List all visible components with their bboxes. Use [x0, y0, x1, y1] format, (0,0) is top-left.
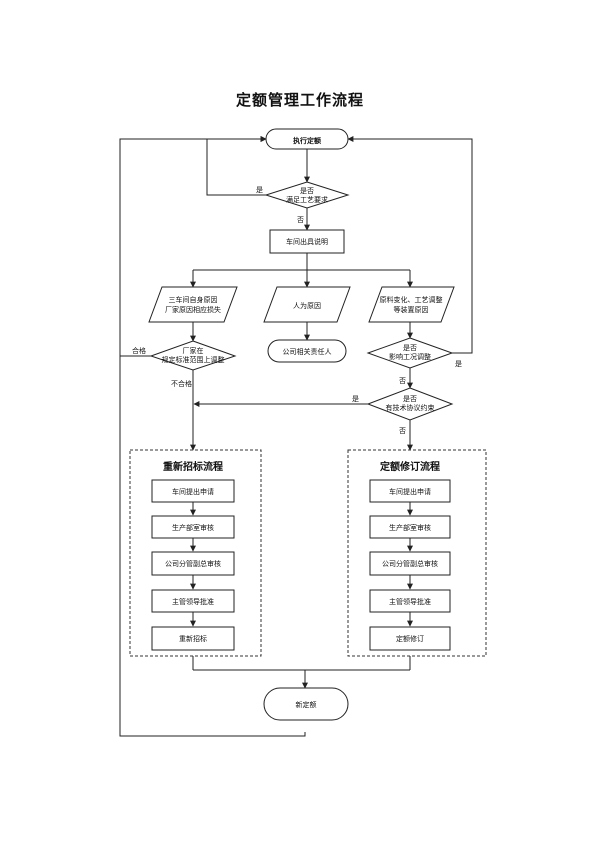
node-new-quota: 新定额	[263, 687, 349, 721]
rebid-step-1: 车间提出申请	[151, 479, 235, 503]
revision-step-1-label: 车间提出申请	[389, 487, 431, 496]
node-reason-self-line2: 厂家原因相应损失	[165, 305, 221, 314]
rebid-step-1-label: 车间提出申请	[172, 487, 214, 496]
decision-craft-line1: 是否	[300, 187, 314, 195]
label-no-d3: 否	[399, 377, 406, 385]
connector-lines	[119, 136, 473, 737]
label-yes-d1: 是	[256, 186, 263, 194]
decision-craft-requirement: 是否 满足工艺要求	[264, 181, 350, 209]
node-execute-label: 执行定额	[293, 136, 321, 145]
node-reason-self-line1: 三车间自身原因	[169, 295, 218, 304]
group-revision-title: 定额修订流程	[380, 460, 440, 473]
revision-step-4-label: 主管领导批准	[389, 597, 431, 606]
label-qualified: 合格	[132, 346, 146, 355]
decision-tech-line1: 是否	[403, 395, 417, 403]
group-rebid: 重新招标流程 车间提出申请 生产部室审核 公司分管副总审核 主管领导批准 重新招…	[129, 449, 262, 657]
node-execute: 执行定额	[265, 128, 349, 150]
rebid-step-3: 公司分管副总审核	[151, 551, 235, 576]
node-workshop-explain: 车间出具说明	[269, 229, 345, 254]
revision-step-5: 定额修订	[369, 626, 451, 651]
revision-step-5-label: 定额修订	[396, 634, 424, 643]
decision-tech-agreement: 是否 有技术协议约束	[366, 387, 454, 421]
label-yes-d3: 是	[455, 360, 462, 368]
page-title: 定额管理工作流程	[235, 91, 364, 109]
revision-step-3: 公司分管副总审核	[369, 551, 451, 576]
label-yes-d4: 是	[352, 395, 359, 403]
rebid-step-4: 主管领导批准	[151, 589, 235, 613]
label-no-d1: 否	[297, 216, 304, 224]
node-reason-self: 三车间自身原因 厂家原因相应损失	[148, 286, 238, 323]
revision-step-1: 车间提出申请	[369, 479, 451, 503]
decision-vendor-line1: 厂家在	[183, 346, 204, 355]
decision-vendor-line2: 规定标准范围上调整	[162, 355, 225, 364]
node-accountable: 公司相关责任人	[267, 339, 347, 363]
revision-step-2: 生产部室审核	[369, 515, 451, 539]
rebid-step-5-label: 重新招标	[179, 634, 207, 643]
node-reason-human-label: 人为原因	[293, 301, 321, 310]
node-new-quota-label: 新定额	[296, 700, 317, 709]
label-no-d4: 否	[399, 427, 406, 435]
node-reason-device-line2: 等装置原因	[394, 305, 429, 314]
decision-tech-line2: 有技术协议约束	[386, 403, 435, 412]
group-quota-revision: 定额修订流程 车间提出申请 生产部室审核 公司分管副总审核 主管领导批准 定额修…	[347, 449, 487, 657]
rebid-step-2: 生产部室审核	[151, 515, 235, 539]
node-reason-device-line1: 原料变化、工艺调整	[380, 295, 443, 304]
node-reason-device: 原料变化、工艺调整 等装置原因	[368, 286, 455, 323]
rebid-step-2-label: 生产部室审核	[172, 523, 214, 532]
revision-step-2-label: 生产部室审核	[389, 523, 431, 532]
rebid-step-5: 重新招标	[151, 626, 235, 651]
label-unqualified: 不合格	[171, 379, 192, 388]
rebid-step-4-label: 主管领导批准	[172, 597, 214, 606]
group-rebid-title: 重新招标流程	[163, 460, 223, 473]
revision-step-3-label: 公司分管副总审核	[382, 559, 438, 568]
node-workshop-explain-label: 车间出具说明	[286, 237, 328, 246]
node-reason-human: 人为原因	[263, 286, 351, 323]
rebid-step-3-label: 公司分管副总审核	[165, 559, 221, 568]
decision-condition-line1: 是否	[403, 344, 417, 352]
revision-step-4: 主管领导批准	[369, 589, 451, 613]
decision-vendor-standard: 厂家在 规定标准范围上调整	[149, 340, 237, 371]
decision-condition-line2: 影响工况调整	[389, 352, 431, 361]
node-accountable-label: 公司相关责任人	[283, 347, 332, 356]
decision-condition-adjust: 是否 影响工况调整	[366, 337, 454, 369]
decision-craft-line2: 满足工艺要求	[286, 195, 328, 204]
